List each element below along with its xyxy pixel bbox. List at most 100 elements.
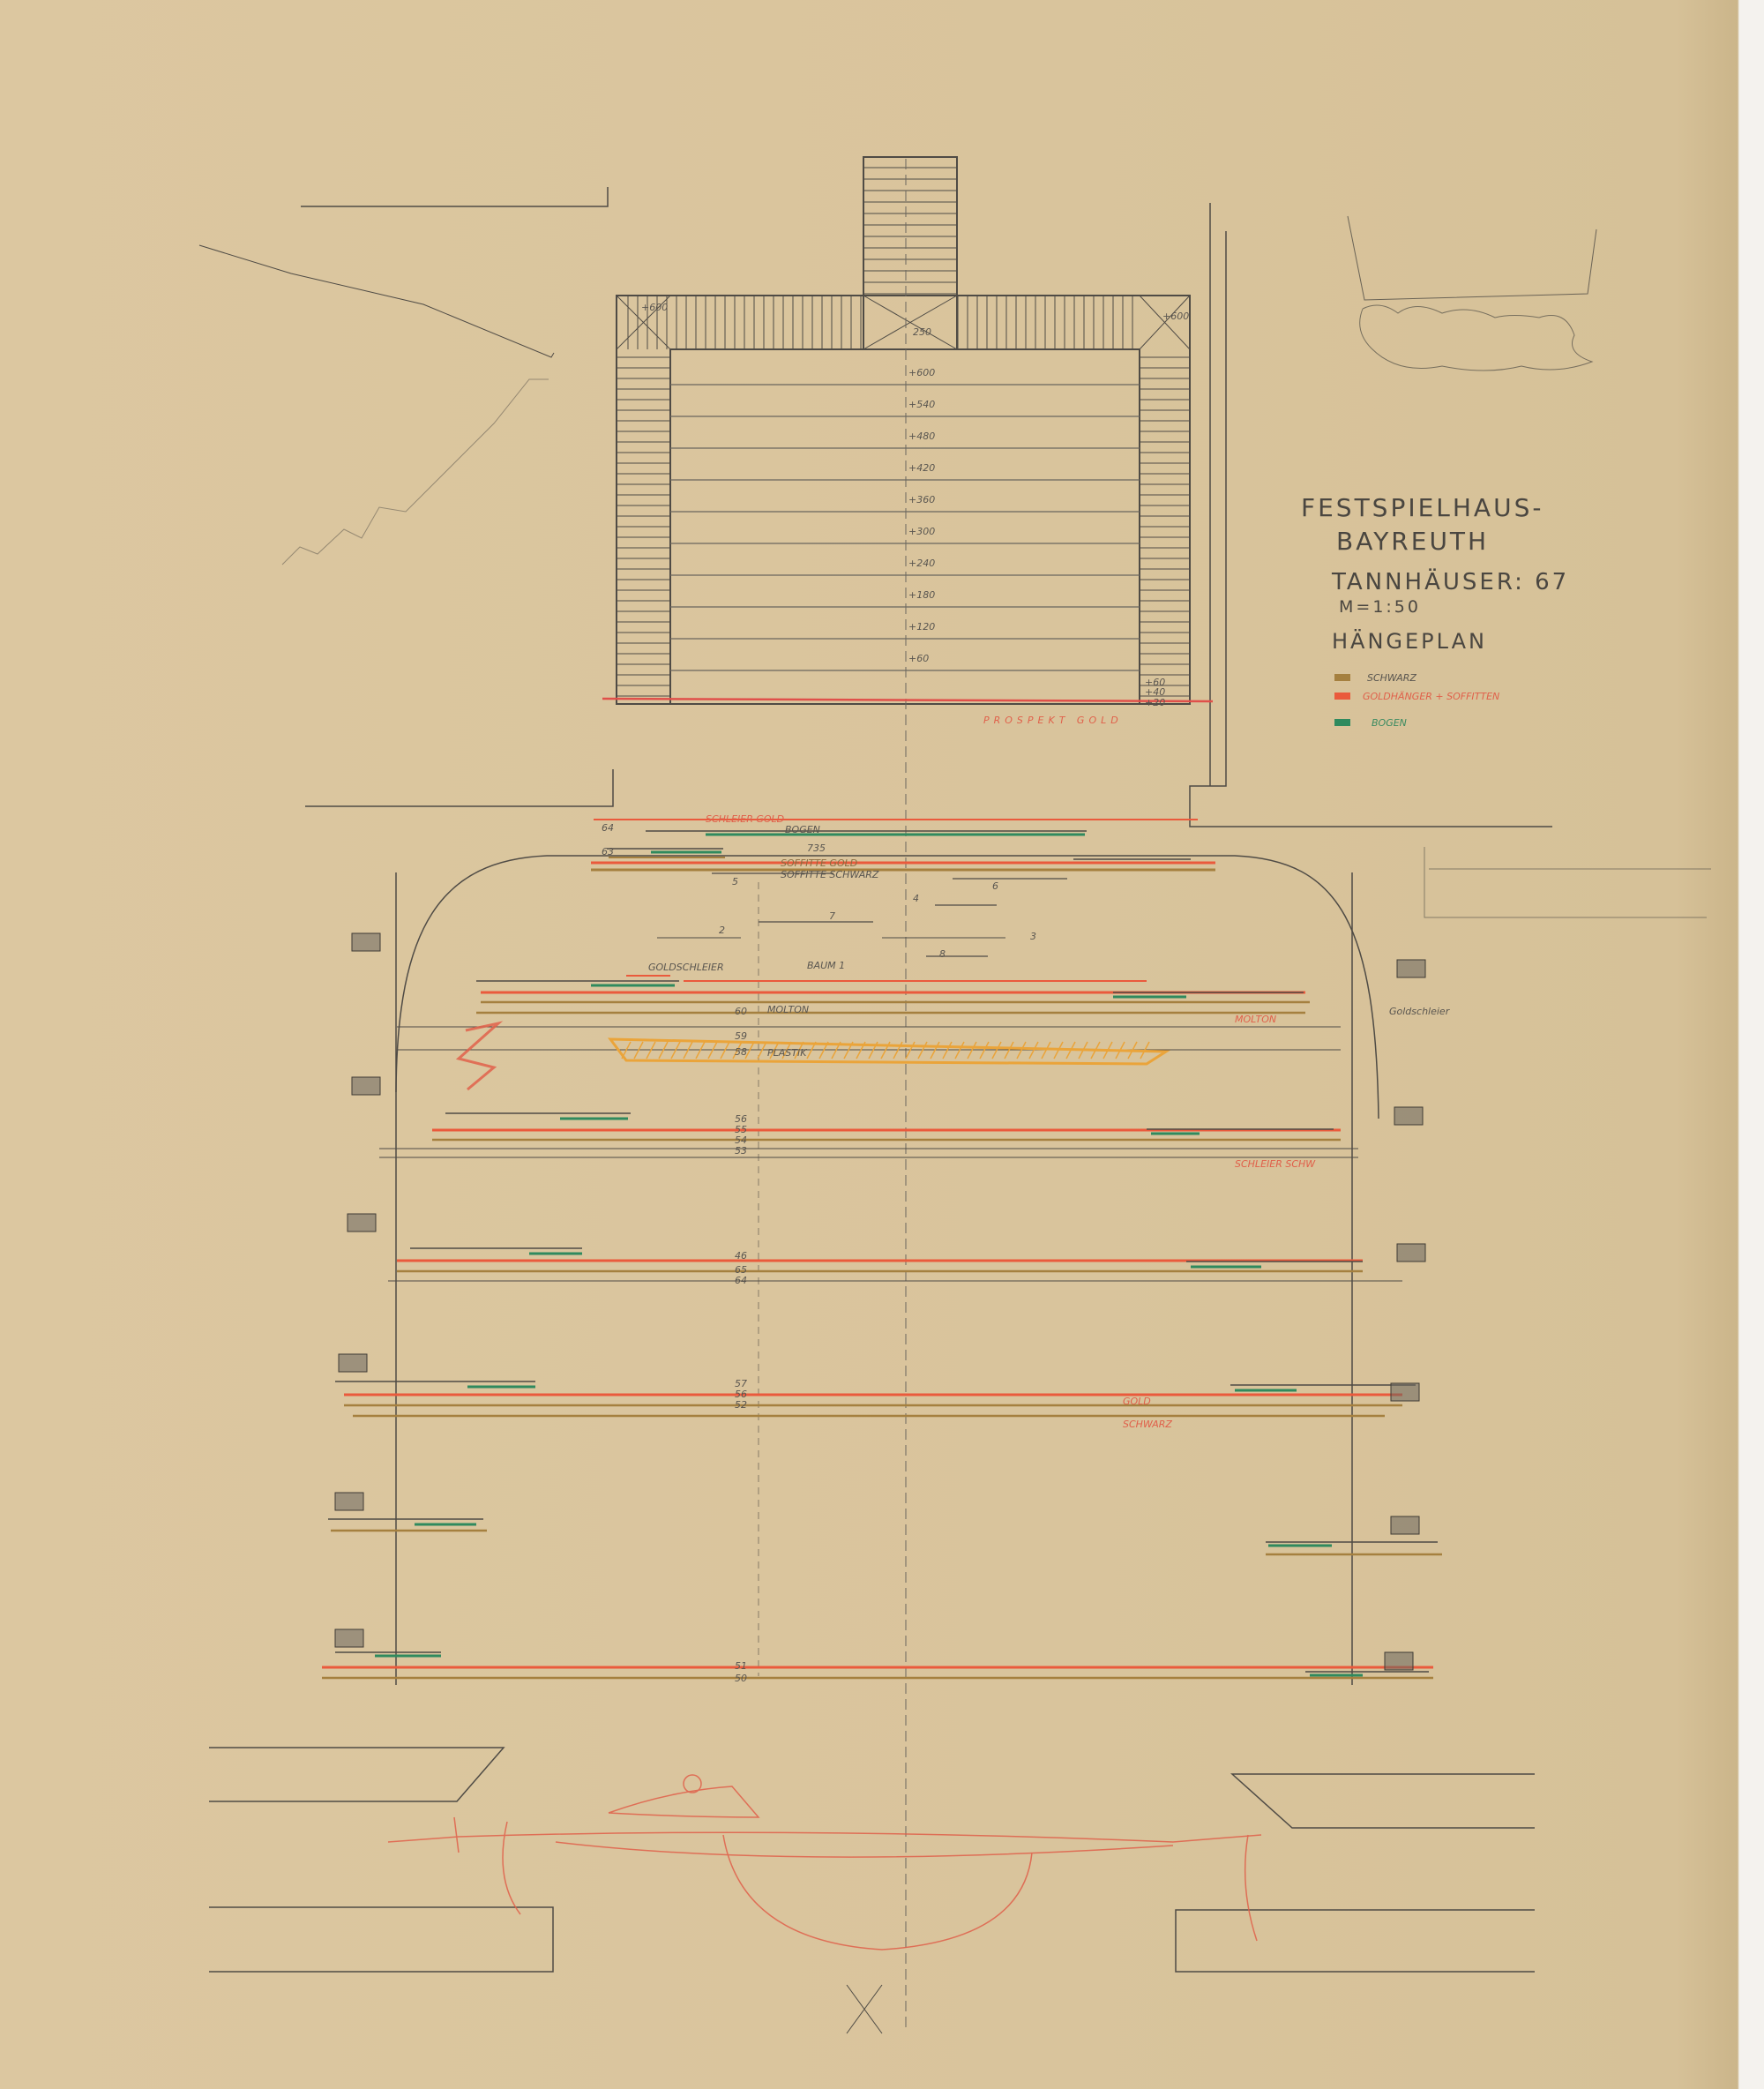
piece-number: 8 xyxy=(939,948,946,960)
red-sketch xyxy=(387,1021,1262,1950)
pillar-hatched xyxy=(334,1492,364,1511)
plastik-hatch xyxy=(757,1041,767,1059)
side-height: +40 xyxy=(1145,686,1165,698)
line-number: 52 xyxy=(735,1399,747,1411)
legend-label-goldhaenger: GOLDHÄNGER + SOFFITTEN xyxy=(1363,691,1499,702)
corner-height-right: +600 xyxy=(1162,311,1189,322)
plastik-hatch xyxy=(633,1041,644,1059)
plastik-hatch xyxy=(942,1041,953,1059)
pillar-hatched xyxy=(351,1076,381,1096)
plastik-hatch xyxy=(720,1041,730,1059)
proscenium-arch xyxy=(395,855,1379,1119)
plastik-hatch xyxy=(1090,1041,1101,1059)
plastik-hatch xyxy=(806,1041,817,1059)
label-soffitte-schwarz: SOFFITTE SCHWARZ xyxy=(781,869,879,880)
prospekt-line xyxy=(602,697,1214,703)
plastik-piece xyxy=(607,1037,1170,1066)
plastik-hatch xyxy=(880,1041,891,1059)
plastik-hatch xyxy=(905,1041,916,1059)
label-prospekt-gold: PROSPEKT GOLD xyxy=(983,715,1123,726)
piece-number: 3 xyxy=(1030,931,1036,942)
pillar-hatched xyxy=(334,1629,364,1648)
rake-height-label: +60 xyxy=(908,653,929,664)
piece-number: 4 xyxy=(913,893,919,904)
line-number: 46 xyxy=(735,1250,747,1262)
title-line1: FESTSPIELHAUS- xyxy=(1301,493,1544,522)
label-schwarz: SCHWARZ xyxy=(1123,1419,1172,1430)
pillar-hatched xyxy=(1396,959,1426,978)
side-height: +20 xyxy=(1145,697,1165,708)
piece-number: 6 xyxy=(992,880,998,892)
hanging-lines xyxy=(322,819,1442,1680)
scale-label: M=1:50 xyxy=(1339,597,1421,617)
legend-swatch-schwarz xyxy=(1334,674,1350,681)
line-number: 58 xyxy=(735,1046,747,1058)
line-number: 51 xyxy=(735,1660,747,1672)
rake-height-label: +120 xyxy=(908,621,935,633)
label-bogen: BOGEN xyxy=(785,824,820,835)
piece-number: 2 xyxy=(719,925,725,936)
label-molton-right: MOLTON xyxy=(1235,1014,1276,1025)
rear-stage-plan xyxy=(198,156,1711,918)
line-number: 59 xyxy=(735,1030,747,1042)
plastik-hatch xyxy=(621,1041,632,1059)
legend-label-bogen: BOGEN xyxy=(1372,717,1407,729)
plastik-hatch xyxy=(991,1041,1002,1059)
line-number: 54 xyxy=(735,1134,747,1146)
label-goldschleier: GOLDSCHLEIER xyxy=(648,962,724,973)
plastik-hatch xyxy=(781,1041,792,1059)
plastik-hatch xyxy=(658,1041,669,1059)
plastik-hatch xyxy=(843,1041,854,1059)
plastik-hatch xyxy=(1004,1041,1014,1059)
plastik-hatch xyxy=(954,1041,965,1059)
rake-height-label: +600 xyxy=(908,367,935,378)
plastik-hatch xyxy=(967,1041,977,1059)
rake-height-label: +540 xyxy=(908,399,935,410)
plastik-hatch xyxy=(1078,1041,1088,1059)
line-number: 64 xyxy=(735,1275,747,1286)
plastik-hatch xyxy=(794,1041,804,1059)
rake-height-label: +180 xyxy=(908,589,935,601)
pillar-hatched xyxy=(347,1213,377,1232)
piece-number: 7 xyxy=(829,910,835,922)
plastik-hatch xyxy=(930,1041,940,1059)
legend-swatch-goldhaenger xyxy=(1334,693,1350,700)
plastik-hatch xyxy=(856,1041,866,1059)
plastik-hatch xyxy=(670,1041,681,1059)
line-number: 65 xyxy=(735,1264,747,1276)
label-molton-center: MOLTON xyxy=(767,1004,809,1015)
label-soffitte-gold: SOFFITTE GOLD xyxy=(781,857,857,869)
line-number: 50 xyxy=(735,1673,747,1684)
plastik-hatch xyxy=(1065,1041,1076,1059)
title-line2: BAYREUTH xyxy=(1336,527,1489,556)
plastik-hatch xyxy=(1016,1041,1027,1059)
production-title: TANNHÄUSER: 67 xyxy=(1331,567,1569,595)
plan-type: HÄNGEPLAN xyxy=(1332,628,1487,654)
legend: SCHWARZ GOLDHÄNGER + SOFFITTEN BOGEN xyxy=(1334,672,1499,729)
pillar-hatched xyxy=(1396,1243,1426,1262)
rear-stair xyxy=(863,156,958,350)
pillar-hatched xyxy=(1394,1106,1424,1126)
plastik-hatch xyxy=(893,1041,903,1059)
plastik-hatch xyxy=(979,1041,990,1059)
label-baum: BAUM 1 xyxy=(807,960,845,971)
pillar-hatched xyxy=(1390,1382,1420,1402)
corner-height-left: +600 xyxy=(641,302,668,313)
line-number: 64 xyxy=(602,822,614,834)
plastik-hatch xyxy=(1053,1041,1064,1059)
plastik-hatch xyxy=(1028,1041,1039,1059)
piece-number: 5 xyxy=(732,876,738,887)
rake-height-label: +420 xyxy=(908,462,935,474)
plastik-hatch xyxy=(1041,1041,1051,1059)
rake-height-label: +300 xyxy=(908,526,935,537)
plastik-hatch xyxy=(732,1041,743,1059)
rake-lines xyxy=(670,384,1140,671)
line-number: 55 xyxy=(735,1124,747,1135)
pillar-hatched xyxy=(1390,1516,1420,1535)
rake-height-label: +480 xyxy=(908,431,935,442)
plastik-hatch xyxy=(707,1041,718,1059)
label-gold: GOLD xyxy=(1123,1396,1151,1407)
line-number: 56 xyxy=(735,1389,747,1400)
legend-swatch-bogen xyxy=(1334,719,1350,726)
